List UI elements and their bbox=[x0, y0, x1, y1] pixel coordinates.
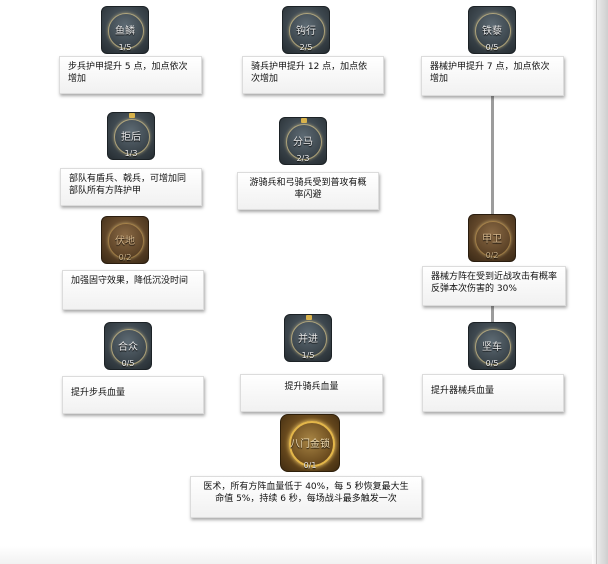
node-ring bbox=[108, 13, 144, 49]
skill-node-yulin[interactable]: 鱼鳞 1/5 bbox=[101, 6, 149, 54]
skill-node-jianche[interactable]: 坚车 0/5 bbox=[468, 322, 516, 370]
skill-description-fenma: 游骑兵和弓骑兵受到普攻有概率闪避 bbox=[237, 172, 379, 210]
skill-name: 分马 bbox=[293, 136, 313, 148]
skill-level: 0/2 bbox=[118, 253, 132, 262]
connector-tieli-jiawei bbox=[491, 96, 494, 214]
skill-name: 伏地 bbox=[115, 235, 135, 247]
skill-name: 钩行 bbox=[296, 25, 316, 37]
rank-gem-icon bbox=[301, 118, 307, 123]
skill-description-hezhong: 提升步兵血量 bbox=[62, 376, 204, 414]
skill-level: 0/2 bbox=[485, 251, 499, 260]
connector-jiawei-jianche bbox=[491, 304, 494, 322]
skill-name: 坚车 bbox=[482, 341, 502, 353]
skill-description-bamen: 医术，所有方阵血量低于 40%，每 5 秒恢复最大生命值 5%，持续 6 秒，每… bbox=[190, 476, 422, 518]
node-ring bbox=[475, 329, 511, 365]
node-ring bbox=[108, 223, 144, 259]
skill-node-bamen[interactable]: 八门金锁 0/1 bbox=[280, 414, 340, 472]
skill-level: 0/5 bbox=[485, 43, 499, 52]
skill-level: 2/5 bbox=[299, 43, 313, 52]
node-ring bbox=[289, 421, 335, 467]
right-panel-edge bbox=[592, 0, 608, 564]
skill-level: 1/5 bbox=[118, 43, 132, 52]
skill-level: 0/5 bbox=[485, 359, 499, 368]
node-ring bbox=[114, 119, 150, 155]
bottom-panel-edge bbox=[0, 546, 592, 564]
skill-node-bingjin[interactable]: 并进 1/5 bbox=[284, 314, 332, 362]
skill-level: 0/1 bbox=[303, 461, 317, 470]
rank-gem-icon bbox=[129, 113, 135, 118]
skill-description-juhou: 部队有盾兵、戟兵，可增加同部队所有方阵护甲 bbox=[60, 168, 202, 206]
skill-node-hezhong[interactable]: 合众 0/5 bbox=[104, 322, 152, 370]
skill-name: 甲卫 bbox=[482, 233, 502, 245]
skill-name: 合众 bbox=[118, 341, 138, 353]
skill-description-bingjin: 提升骑兵血量 bbox=[240, 374, 383, 412]
node-ring bbox=[111, 329, 147, 365]
skill-node-fenma[interactable]: 分马 2/3 bbox=[279, 117, 327, 165]
skill-description-tieli: 器械护甲提升 7 点，加点依次增加 bbox=[421, 56, 564, 96]
skill-node-tieli[interactable]: 铁藜 0/5 bbox=[468, 6, 516, 54]
skill-level: 2/3 bbox=[296, 154, 310, 163]
node-ring bbox=[291, 321, 327, 357]
skill-name: 拒后 bbox=[121, 131, 141, 143]
node-ring bbox=[286, 124, 322, 160]
skill-name: 八门金锁 bbox=[290, 438, 330, 450]
node-ring bbox=[475, 221, 511, 257]
skill-node-jiawei[interactable]: 甲卫 0/2 bbox=[468, 214, 516, 262]
skill-node-juhou[interactable]: 拒后 1/3 bbox=[107, 112, 155, 160]
skill-level: 0/5 bbox=[121, 359, 135, 368]
skill-name: 并进 bbox=[298, 333, 318, 345]
skill-name: 鱼鳞 bbox=[115, 25, 135, 37]
skill-description-jiawei: 器械方阵在受到近战攻击有概率反弹本次伤害的 30% bbox=[422, 266, 566, 306]
skill-level: 1/3 bbox=[124, 149, 138, 158]
skill-description-jianche: 提升器械兵血量 bbox=[422, 374, 564, 412]
skill-node-fudi[interactable]: 伏地 0/2 bbox=[101, 216, 149, 264]
node-ring bbox=[475, 13, 511, 49]
skill-name: 铁藜 bbox=[482, 25, 502, 37]
skill-description-gouxing: 骑兵护甲提升 12 点，加点依次增加 bbox=[242, 56, 384, 94]
skill-level: 1/5 bbox=[301, 351, 315, 360]
skill-description-yulin: 步兵护甲提升 5 点，加点依次增加 bbox=[59, 56, 202, 94]
node-ring bbox=[289, 13, 325, 49]
rank-gem-icon bbox=[306, 315, 312, 320]
skill-node-gouxing[interactable]: 钩行 2/5 bbox=[282, 6, 330, 54]
skill-description-fudi: 加强固守效果，降低沉没时间 bbox=[62, 270, 204, 310]
